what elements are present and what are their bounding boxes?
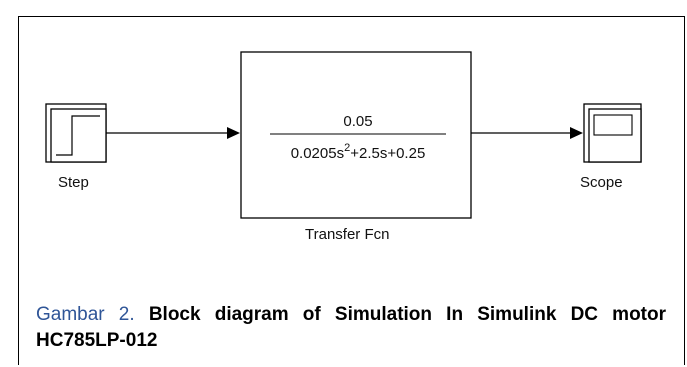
caption-prefix: Gambar 2. xyxy=(36,304,135,325)
scope-block[interactable] xyxy=(583,103,642,163)
transfer-fcn-block[interactable]: 0.05 0.0205s2+2.5s+0.25 xyxy=(240,51,472,219)
transfer-fcn-numerator: 0.05 xyxy=(343,113,372,130)
block-diagram: 0.05 0.0205s2+2.5s+0.25 xyxy=(45,51,642,219)
denominator-exponent: 2 xyxy=(344,142,350,154)
transfer-fcn-label: Transfer Fcn xyxy=(305,226,390,243)
figure-caption: Gambar 2. Block diagram of Simulation In… xyxy=(36,302,666,354)
figure-frame xyxy=(18,16,685,365)
denominator-prefix: 0.0205s xyxy=(291,145,344,162)
scope-label: Scope xyxy=(580,174,623,191)
transfer-fcn-denominator: 0.0205s2+2.5s+0.25 xyxy=(291,142,426,162)
denominator-suffix: +2.5s+0.25 xyxy=(350,145,425,162)
step-label: Step xyxy=(58,174,89,191)
caption-title: Block diagram of Simulation In Simulink … xyxy=(36,304,667,351)
step-icon xyxy=(56,115,100,156)
scope-screen-icon xyxy=(593,114,633,136)
step-block[interactable] xyxy=(45,103,107,163)
connector-step-to-transfer-fcn xyxy=(106,127,240,139)
connector-transfer-fcn-to-scope xyxy=(471,127,583,139)
